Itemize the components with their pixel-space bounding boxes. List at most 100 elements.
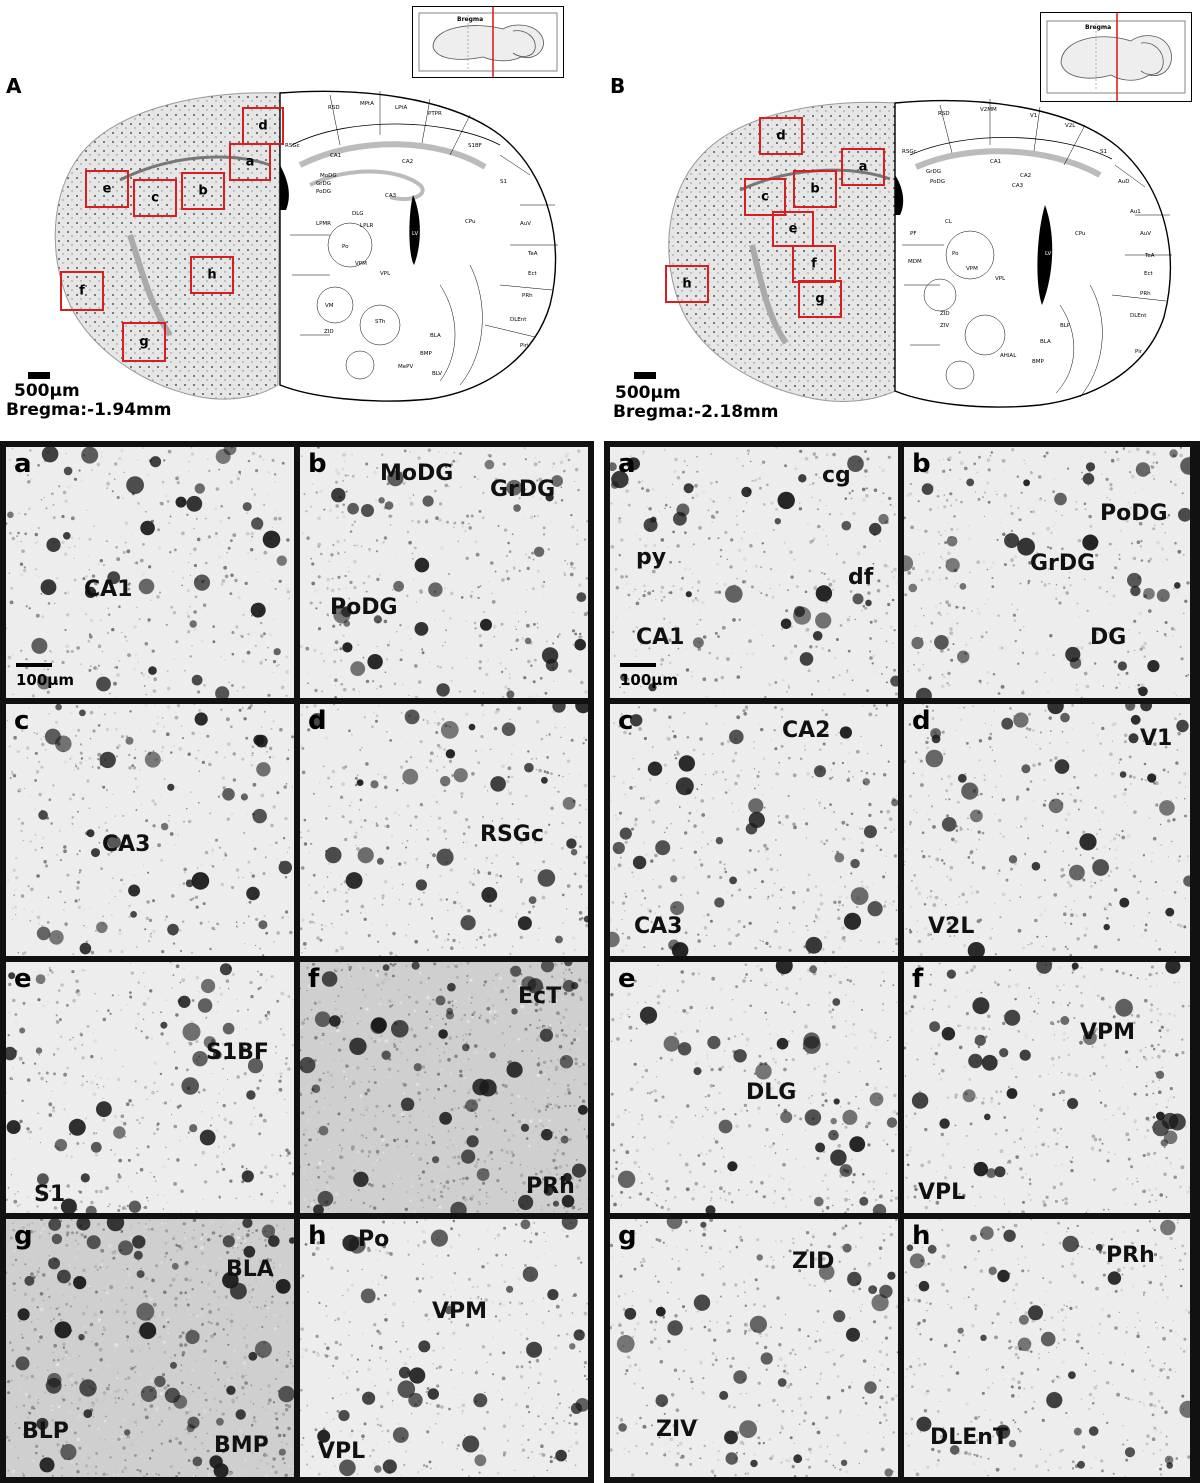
region-label: PRh: [1106, 1243, 1155, 1268]
roi-box-B-f: f: [792, 245, 836, 283]
tile-letter: g: [618, 1221, 637, 1251]
region-label: CA3: [634, 914, 683, 939]
micrograph-texture: [6, 704, 294, 956]
svg-text:TeA: TeA: [1144, 253, 1155, 259]
svg-text:MePV: MePV: [398, 364, 413, 370]
svg-text:S1BF: S1BF: [468, 143, 482, 149]
tile-letter: f: [912, 964, 924, 994]
tile-letter: h: [308, 1221, 327, 1251]
svg-text:RSD: RSD: [938, 111, 950, 117]
inset-title-A: Bregma: [457, 16, 483, 23]
svg-text:LV: LV: [1045, 251, 1051, 257]
region-label: BLP: [22, 1419, 69, 1444]
svg-text:Pir: Pir: [1135, 349, 1143, 355]
svg-text:CA1: CA1: [330, 153, 341, 159]
roi-box-B-b: b: [793, 170, 837, 208]
tile-letter: c: [14, 706, 30, 736]
svg-text:LPtA: LPtA: [395, 105, 408, 111]
svg-text:CPu: CPu: [1075, 231, 1086, 237]
svg-text:PRh: PRh: [522, 293, 533, 299]
tile-letter: a: [14, 449, 32, 479]
region-label: V2L: [928, 914, 975, 939]
roi-box-B-a: a: [841, 148, 885, 186]
scale-label-B: 500μm: [615, 383, 681, 403]
micrograph-texture: [904, 962, 1190, 1213]
region-label: py: [636, 545, 667, 570]
svg-text:BLP: BLP: [1060, 323, 1071, 329]
roi-box-B-h: h: [665, 265, 709, 303]
region-label: CA3: [102, 832, 151, 857]
region-label: CA2: [782, 718, 831, 743]
micrograph-texture: [904, 704, 1190, 956]
roi-box-B-e: e: [772, 211, 814, 247]
svg-text:ZID: ZID: [324, 329, 334, 335]
svg-text:BLA: BLA: [430, 333, 441, 339]
tile-letter: d: [912, 706, 931, 736]
svg-text:S1: S1: [1100, 149, 1107, 155]
micrograph-texture: [610, 1219, 898, 1477]
svg-text:PoDG: PoDG: [930, 179, 945, 185]
roi-box-A-g: g: [122, 322, 166, 362]
svg-text:ZIV: ZIV: [940, 323, 949, 329]
region-label: RSGc: [480, 822, 544, 847]
micrograph-texture: [300, 962, 588, 1213]
svg-text:CA3: CA3: [385, 193, 397, 199]
svg-text:CA2: CA2: [402, 159, 413, 165]
sagittal-inset-A: Bregma: [412, 6, 564, 78]
tile-letter: b: [308, 449, 327, 479]
svg-text:STh: STh: [375, 319, 386, 325]
tile-scale-label: 100μm: [620, 671, 678, 689]
roi-box-A-f: f: [60, 271, 104, 311]
svg-text:PRh: PRh: [1140, 291, 1151, 297]
svg-text:RSD: RSD: [328, 105, 340, 111]
svg-text:Po: Po: [952, 251, 959, 257]
region-label: PRh: [526, 1174, 575, 1199]
scale-bar-A: [28, 372, 50, 379]
svg-text:VM: VM: [325, 303, 334, 309]
panel-label-B: B: [610, 74, 626, 98]
svg-text:BLA: BLA: [1040, 339, 1051, 345]
region-label: DLEnT: [930, 1425, 1008, 1450]
svg-text:Po: Po: [342, 244, 349, 250]
tile-letter: e: [14, 964, 32, 994]
svg-text:RSGc: RSGc: [902, 149, 917, 155]
roi-box-A-e: e: [85, 170, 129, 208]
svg-text:CPu: CPu: [465, 219, 476, 225]
panel-label-A: A: [6, 74, 22, 98]
region-label: EcT: [518, 984, 562, 1009]
region-label: VPM: [432, 1299, 488, 1324]
region-label: GrDG: [1030, 551, 1096, 576]
region-label: S1BF: [206, 1040, 269, 1065]
svg-text:AHiAL: AHiAL: [1000, 353, 1017, 359]
svg-text:BLV: BLV: [432, 371, 442, 377]
region-label: ZID: [792, 1249, 835, 1274]
svg-text:AuD: AuD: [1118, 179, 1129, 185]
region-label: DG: [1090, 625, 1127, 650]
svg-text:Piri: Piri: [520, 343, 529, 349]
svg-text:CA2: CA2: [1020, 173, 1031, 179]
svg-text:Ect: Ect: [528, 271, 537, 277]
svg-text:VPL: VPL: [380, 271, 391, 277]
tile-letter: b: [912, 449, 931, 479]
region-label: VPM: [1080, 1020, 1136, 1045]
micrograph-texture: [904, 1219, 1190, 1477]
region-label: PoDG: [330, 595, 398, 620]
tile-scale-bar: [620, 663, 656, 667]
svg-text:AuV: AuV: [520, 221, 531, 227]
micrograph-texture: [300, 1219, 588, 1477]
svg-text:CA3: CA3: [1012, 183, 1024, 189]
roi-box-B-d: d: [759, 117, 803, 155]
svg-text:S1: S1: [500, 179, 507, 185]
